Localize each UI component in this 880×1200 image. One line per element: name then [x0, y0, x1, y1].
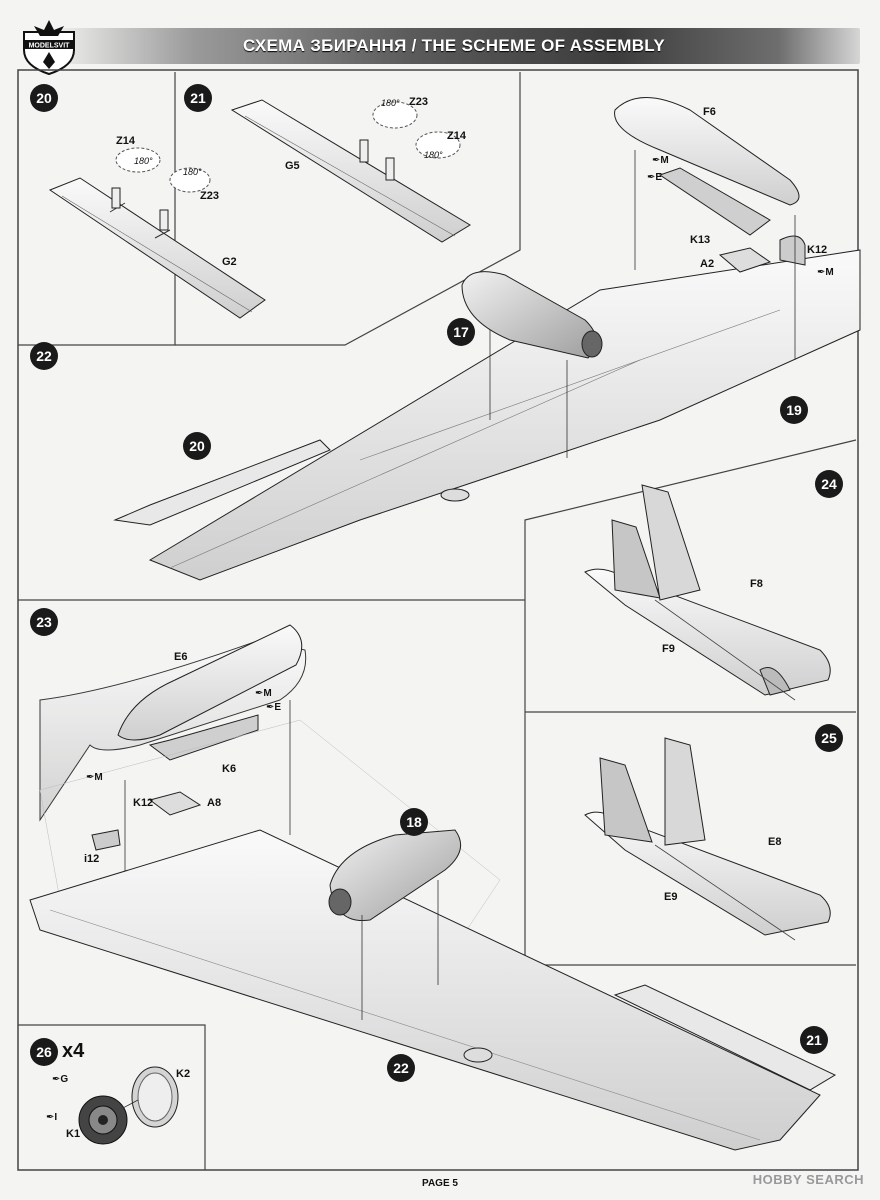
paint-code-m: ✒M: [652, 155, 669, 166]
wheel-drawing: [78, 1066, 179, 1145]
brush-icon: ✒: [652, 155, 661, 166]
step-ref-22: 22: [387, 1054, 415, 1082]
part-label-k1: K1: [66, 1128, 81, 1140]
part-label-a8: A8: [207, 797, 222, 809]
part-label-z14-b: Z14: [447, 130, 466, 142]
paint-code-i: ✒I: [46, 1112, 58, 1123]
paint-code-m: ✒M: [817, 267, 834, 278]
flap-g2-drawing: [48, 147, 266, 319]
rotation-label: 180°: [381, 98, 400, 108]
rotation-label: 180°: [424, 150, 443, 160]
part-label-f6: F6: [703, 106, 716, 118]
step-badge-22: 22: [30, 342, 58, 370]
rotation-label: 180°: [183, 167, 202, 177]
step-ref-21: 21: [800, 1026, 828, 1054]
header-bar: [48, 28, 860, 64]
part-label-g2: G2: [222, 256, 237, 268]
part-label-f9: F9: [662, 643, 675, 655]
part-label-e6: E6: [174, 651, 188, 663]
step-badge-19: 19: [780, 396, 808, 424]
part-label-k12-b: K12: [133, 797, 154, 809]
part-label-e8: E8: [768, 836, 782, 848]
part-label-z14: Z14: [116, 135, 135, 147]
cockpit-e6-drawing: [39, 624, 501, 1001]
watermark: HOBBY SEARCH: [752, 1172, 864, 1187]
paint-code-g: ✒G: [52, 1074, 69, 1085]
step-badge-20: 20: [30, 84, 58, 112]
step-badge-17: 17: [447, 318, 475, 346]
paint-code-e: ✒E: [647, 172, 663, 183]
modelsvit-logo: MODELSVIT: [18, 18, 80, 76]
brush-icon: ✒: [255, 688, 264, 699]
part-label-k13: K13: [690, 234, 711, 246]
brush-icon: ✒: [46, 1112, 55, 1123]
tail-e8-e9-drawing: [584, 737, 831, 941]
part-label-a2: A2: [700, 258, 715, 270]
step-ref-20: 20: [183, 432, 211, 460]
step-badge-18: 18: [400, 808, 428, 836]
paint-code-m: ✒M: [86, 772, 103, 783]
paint-code-e: ✒E: [266, 702, 282, 713]
svg-text:MODELSVIT: MODELSVIT: [29, 43, 71, 50]
tip-tank-18-drawing: [328, 829, 462, 1020]
part-label-k6: K6: [222, 763, 237, 775]
cockpit-f6-drawing: [614, 97, 806, 360]
page-number: PAGE 5: [422, 1178, 458, 1189]
flap-g5-drawing: [230, 99, 471, 243]
part-label-g5: G5: [285, 160, 300, 172]
tail-f8-f9-drawing: [584, 484, 831, 701]
page-title: СХЕМА ЗБИРАННЯ / THE SCHEME OF ASSEMBLY: [242, 36, 666, 55]
tip-tank-17-drawing: [461, 271, 603, 458]
brush-icon: ✒: [647, 172, 656, 183]
part-label-z23-b: Z23: [409, 96, 428, 108]
right-wing-drawing: [29, 829, 837, 1151]
paint-code-m: ✒M: [255, 688, 272, 699]
step-badge-25: 25: [815, 724, 843, 752]
rotation-label: 180°: [134, 156, 153, 166]
step-badge-26: 26: [30, 1038, 58, 1066]
left-wing-drawing: [113, 249, 861, 581]
shield-logo-icon: MODELSVIT: [23, 20, 75, 76]
step-badge-23: 23: [30, 608, 58, 636]
part-label-e9: E9: [664, 891, 678, 903]
part-label-k12: K12: [807, 244, 828, 256]
step-badge-21: 21: [184, 84, 212, 112]
part-label-f8: F8: [750, 578, 763, 590]
part-label-i12: i12: [84, 853, 100, 865]
brush-icon: ✒: [817, 267, 826, 278]
quantity-multiplier: x4: [62, 1040, 85, 1062]
brush-icon: ✒: [266, 702, 275, 713]
step-badge-24: 24: [815, 470, 843, 498]
brush-icon: ✒: [52, 1074, 61, 1085]
part-label-z23: Z23: [200, 190, 219, 202]
part-label-k2: K2: [176, 1068, 191, 1080]
brush-icon: ✒: [86, 772, 95, 783]
